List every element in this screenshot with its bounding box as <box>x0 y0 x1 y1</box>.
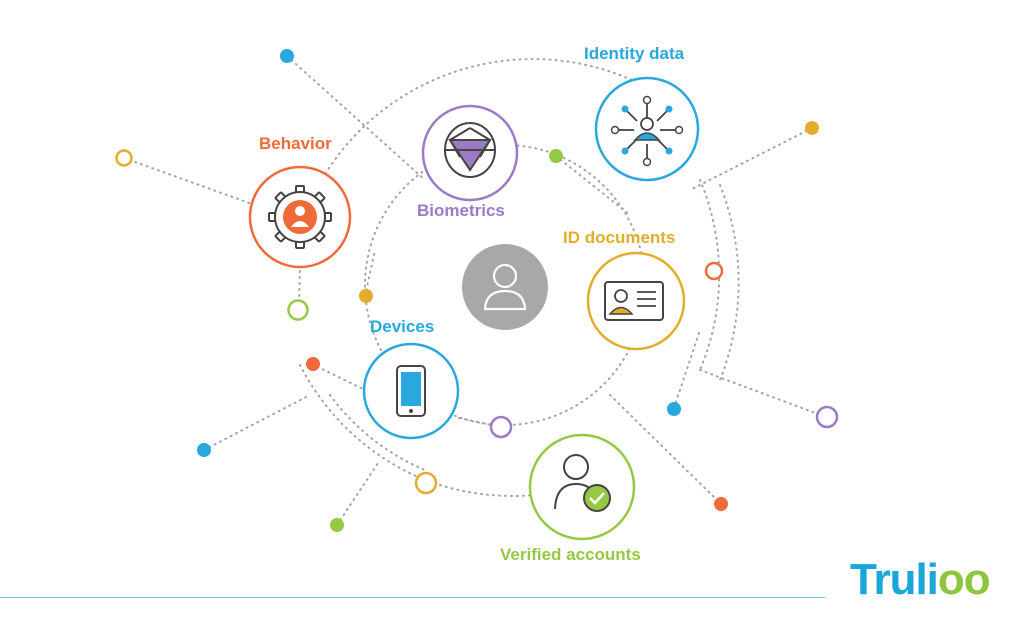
node-iddocs <box>586 251 686 351</box>
label-identity-data: Identity data <box>584 44 685 63</box>
node-behavior <box>248 165 352 269</box>
id-card-icon <box>604 281 664 321</box>
logo-text-part2: oo <box>937 555 991 604</box>
bottom-rule <box>0 597 825 598</box>
verified-user-icon <box>554 454 611 512</box>
label-devices: Devices <box>370 317 435 336</box>
line-center-left <box>364 249 376 297</box>
dot-green-bottom <box>330 518 344 532</box>
gear-user-icon <box>268 185 332 249</box>
dot-yellow-center <box>359 289 373 303</box>
accent-dots <box>115 49 839 532</box>
dot-blue-right <box>667 402 681 416</box>
face-scan-icon <box>444 122 496 178</box>
line-left <box>123 157 256 206</box>
ring-yellow-bottom <box>414 471 438 495</box>
node-biometrics <box>421 104 519 202</box>
line-biometrics-right <box>555 155 631 216</box>
outer-orbit-right-2 <box>719 184 740 381</box>
line-devices-left <box>311 363 366 391</box>
line-devices-right <box>458 417 501 428</box>
ring-orange-right <box>704 261 724 281</box>
dot-orange-left <box>306 357 320 371</box>
line-top-right <box>689 127 813 191</box>
outer-orbit-bottom-left-2 <box>329 394 426 471</box>
network-user-icon <box>610 95 684 167</box>
smartphone-icon <box>396 365 426 417</box>
label-biometrics: Biometrics <box>417 201 505 220</box>
user-icon <box>483 263 527 311</box>
line-right-bottom <box>673 329 701 409</box>
ring-green-behavior <box>287 299 309 321</box>
dot-green-biometrics <box>549 149 563 163</box>
trulioo-logo: Trulioo <box>850 555 991 605</box>
ring-purple-right <box>815 405 839 429</box>
label-id-documents: ID documents <box>563 228 676 247</box>
dot-blue-top <box>280 49 294 63</box>
line-top-left <box>286 55 426 181</box>
ring-purple-bottom <box>489 415 513 439</box>
line-bottom-left <box>203 394 311 451</box>
dot-yellow-right <box>805 121 819 135</box>
logo-text-part1: Truli <box>850 555 939 604</box>
node-devices <box>362 342 460 440</box>
label-verified-accounts: Verified accounts <box>500 545 641 564</box>
node-verified <box>528 433 636 541</box>
outer-orbit-bottom <box>439 484 536 498</box>
node-center <box>462 244 548 330</box>
label-behavior: Behavior <box>259 134 332 153</box>
dot-orange-bottom <box>714 497 728 511</box>
line-bottom-right <box>609 394 721 504</box>
node-identity <box>594 76 700 182</box>
ring-yellow-left <box>115 149 133 167</box>
line-bottom-left-2 <box>336 459 381 526</box>
line-right <box>699 369 827 418</box>
dot-blue-left <box>197 443 211 457</box>
